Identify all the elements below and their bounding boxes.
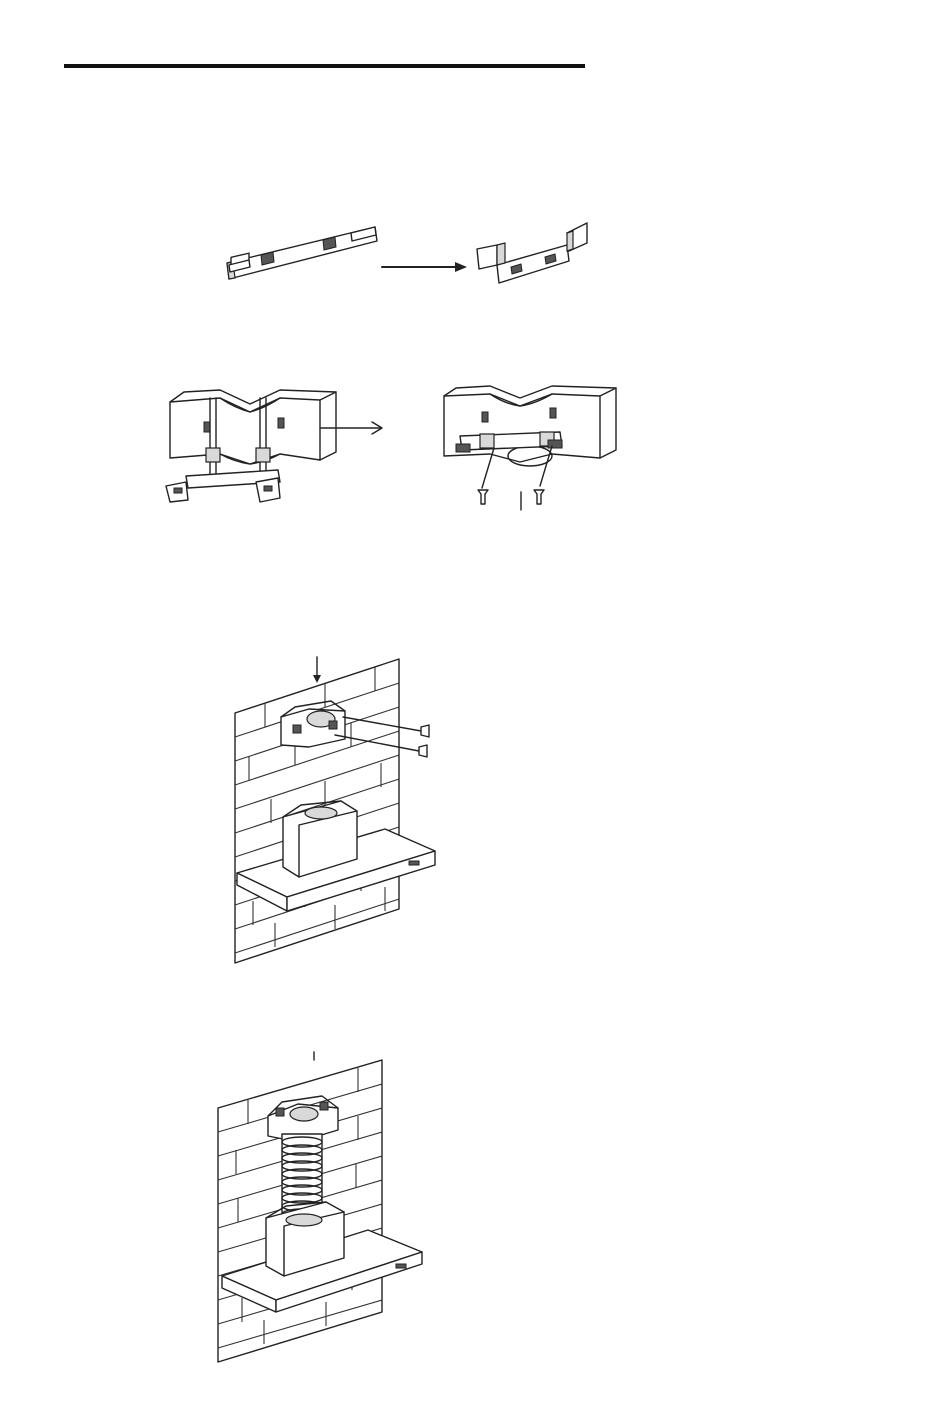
- bend-arrow: [382, 262, 467, 272]
- bracket-bend-drawing: [215, 205, 605, 300]
- duct-cover-left: [166, 390, 382, 502]
- figure-duct-connect: [208, 1050, 434, 1366]
- figure-bracket-attach: [160, 378, 630, 513]
- duct-cover-right: [444, 386, 616, 510]
- duct-connect-drawing: [208, 1050, 434, 1366]
- flat-bracket: [227, 227, 377, 279]
- header-rule: [64, 64, 585, 68]
- screw-left: [478, 490, 488, 504]
- wall-screw-top: [421, 725, 429, 737]
- bent-bracket: [477, 223, 587, 283]
- wall-mount-bracket-drawing: [225, 655, 445, 967]
- figure-bracket-bend: [215, 205, 605, 300]
- bracket-attach-drawing: [160, 378, 630, 513]
- figure-wall-mount-bracket: [225, 655, 445, 967]
- wall-screw-bottom: [419, 745, 427, 757]
- screw-right: [534, 490, 544, 504]
